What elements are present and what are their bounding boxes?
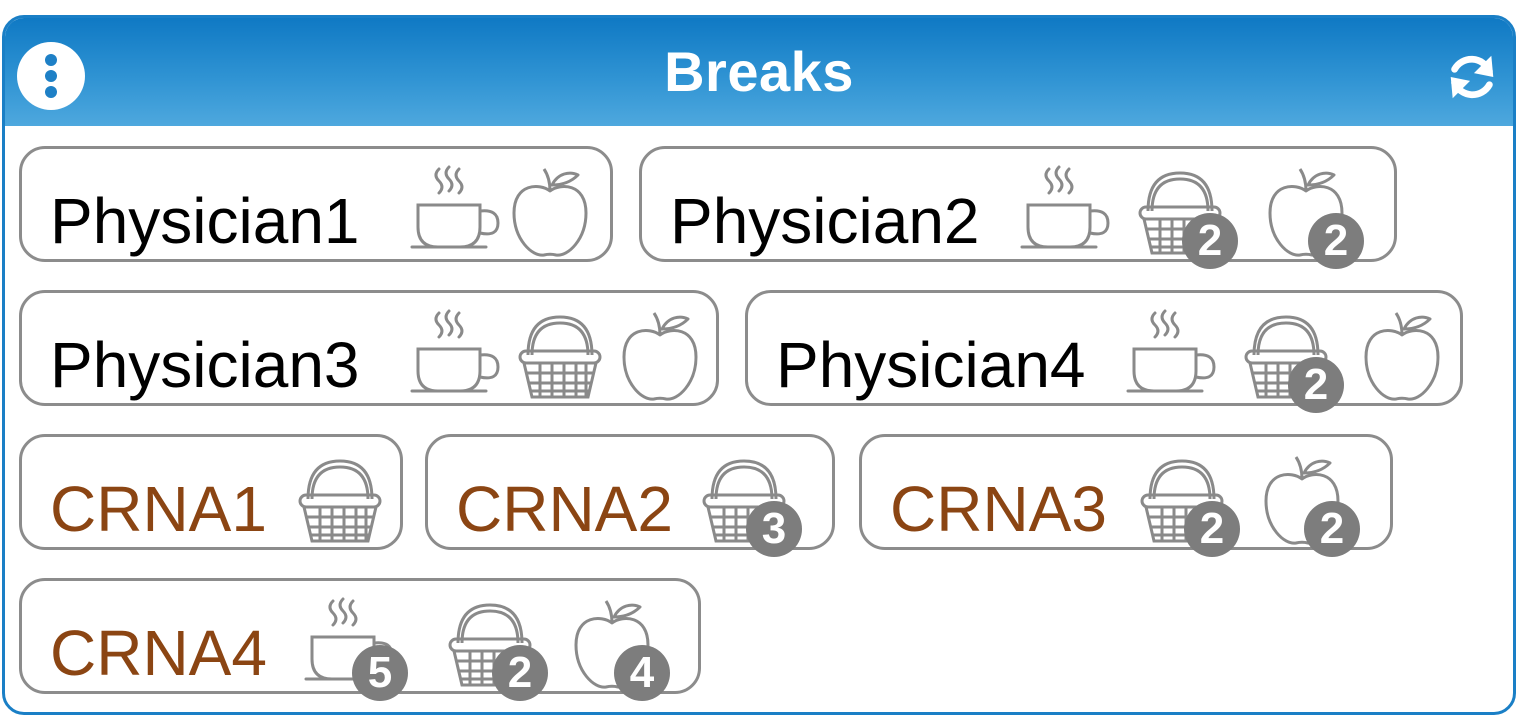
apple-count-badge: 2 [1308, 213, 1364, 269]
chip-label: CRNA2 [456, 473, 673, 545]
refresh-icon [1450, 55, 1494, 99]
chip-label: Physician1 [50, 185, 360, 257]
staff-chip-physician3[interactable]: Physician3 [19, 290, 719, 406]
basket-count-badge: 2 [1288, 357, 1344, 413]
coffee-cup-icon [1122, 305, 1222, 405]
chip-label: CRNA1 [50, 473, 267, 545]
coffee-count-badge: 5 [352, 645, 408, 701]
apple-icon [500, 161, 600, 261]
basket-count-badge: 3 [746, 501, 802, 557]
chip-label: CRNA4 [50, 617, 267, 689]
refresh-button[interactable] [1443, 48, 1501, 106]
apple-icon [1352, 305, 1452, 405]
apple-icon: 2 [1256, 161, 1364, 269]
coffee-cup-icon [406, 161, 506, 261]
basket-count-badge: 2 [1184, 501, 1240, 557]
apple-count-badge: 4 [614, 645, 670, 701]
coffee-cup-icon [406, 305, 506, 405]
breaks-panel: Breaks Physician1 Physician2 [2, 15, 1516, 715]
apple-icon: 4 [562, 593, 670, 701]
basket-icon: 3 [694, 449, 802, 557]
apple-count-badge: 2 [1304, 501, 1360, 557]
chip-label: Physician4 [776, 329, 1086, 401]
vertical-dots-icon-dot [45, 70, 57, 82]
staff-chip-physician2[interactable]: Physician2 2 2 [639, 146, 1397, 269]
basket-icon: 2 [440, 593, 548, 701]
panel-title: Breaks [664, 40, 854, 103]
basket-icon: 2 [1236, 305, 1344, 413]
basket-icon [510, 305, 610, 405]
coffee-cup-icon: 5 [300, 593, 408, 701]
basket-icon [290, 449, 390, 549]
apple-icon: 2 [1252, 449, 1360, 557]
chip-label: CRNA3 [890, 473, 1107, 545]
menu-button[interactable] [17, 42, 85, 110]
basket-count-badge: 2 [1182, 213, 1238, 269]
staff-chip-crna4[interactable]: CRNA4 5 2 4 [19, 578, 701, 701]
panel-header: Breaks [5, 18, 1513, 126]
basket-icon: 2 [1130, 161, 1238, 269]
chip-label: Physician3 [50, 329, 360, 401]
staff-chip-crna2[interactable]: CRNA2 3 [425, 434, 835, 557]
vertical-dots-icon [45, 54, 57, 66]
staff-chip-physician1[interactable]: Physician1 [19, 146, 613, 262]
coffee-cup-icon [1016, 161, 1116, 261]
chip-label: Physician2 [670, 185, 980, 257]
vertical-dots-icon-dot [45, 86, 57, 98]
staff-chip-crna1[interactable]: CRNA1 [19, 434, 403, 550]
apple-icon [610, 305, 710, 405]
basket-icon: 2 [1132, 449, 1240, 557]
staff-chip-physician4[interactable]: Physician4 2 [745, 290, 1463, 413]
staff-chip-crna3[interactable]: CRNA3 2 2 [859, 434, 1393, 557]
basket-count-badge: 2 [492, 645, 548, 701]
